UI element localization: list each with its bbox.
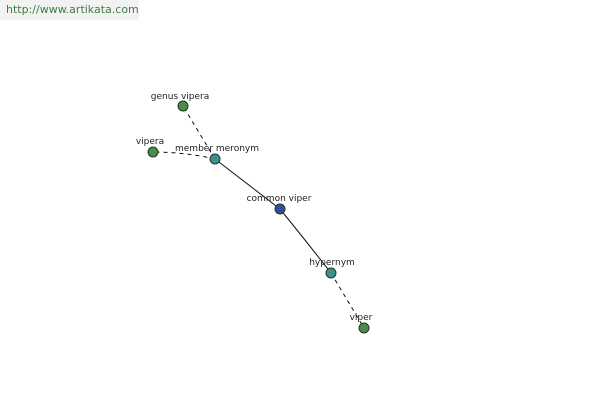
source-watermark[interactable]: http://www.artikata.com <box>0 0 139 20</box>
node-vipera[interactable]: vipera <box>136 137 164 158</box>
node-label-viper: viper <box>350 313 373 323</box>
node-common-viper[interactable]: common viper <box>247 194 312 215</box>
word-node-dot[interactable] <box>358 322 370 334</box>
edge-common-viper-member-meronym <box>214 158 281 210</box>
node-label-genus-vipera: genus vipera <box>151 92 210 102</box>
node-member-meronym[interactable]: member meronym <box>175 144 259 165</box>
node-hypernym[interactable]: hypernym <box>309 258 355 279</box>
node-label-member-meronym: member meronym <box>175 144 259 154</box>
relation-node-dot[interactable] <box>209 153 221 165</box>
node-viper[interactable]: viper <box>350 313 373 334</box>
word-node-dot[interactable] <box>177 100 189 112</box>
word-node-dot[interactable] <box>147 146 159 158</box>
node-label-vipera: vipera <box>136 137 164 147</box>
edge-hypernym-viper <box>330 272 365 329</box>
node-label-common-viper: common viper <box>247 194 312 204</box>
node-genus-vipera[interactable]: genus vipera <box>151 92 210 112</box>
node-label-hypernym: hypernym <box>309 258 355 268</box>
center-node-dot[interactable] <box>274 203 286 215</box>
edge-common-viper-hypernym <box>279 208 332 274</box>
watermark-url[interactable]: http://www.artikata.com <box>6 3 139 16</box>
relation-node-dot[interactable] <box>325 267 337 279</box>
edge-member-meronym-genus-vipera <box>182 105 216 160</box>
